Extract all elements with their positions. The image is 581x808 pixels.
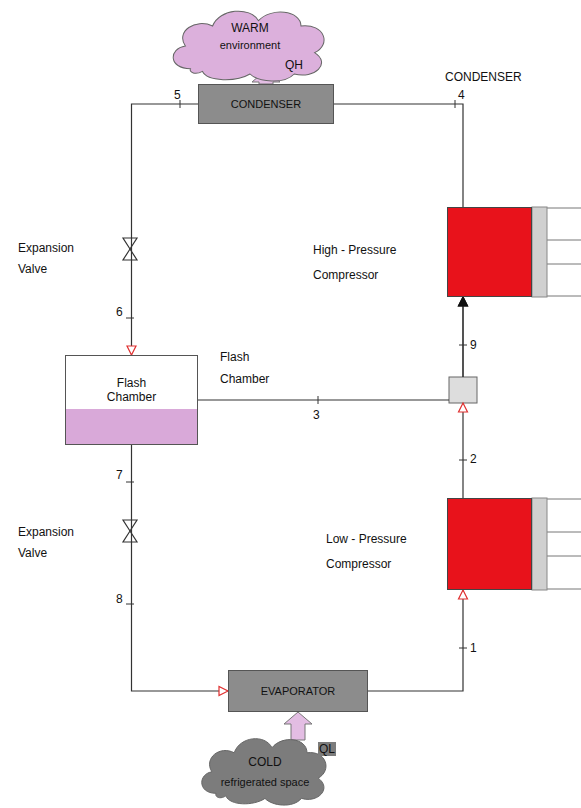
node-text: refrigerated space	[195, 774, 335, 790]
evaporator-box: EVAPORATOR	[228, 670, 368, 712]
arrow-head	[459, 297, 468, 306]
node-text: WARM	[165, 20, 335, 36]
compressor-box: Low - Pressure Compressor	[447, 498, 532, 590]
state-number: 2	[470, 452, 477, 466]
mixing-box	[449, 377, 477, 403]
node-text: CONDENSER	[231, 98, 301, 110]
state-number: 4	[458, 88, 465, 102]
flow-connector	[284, 712, 312, 740]
flow-connector	[368, 590, 468, 691]
pipe-line	[462, 297, 463, 377]
part-label: CONDENSER	[445, 70, 522, 84]
node-text: COLD	[195, 754, 335, 770]
arrow-head	[219, 687, 228, 696]
pipe-line	[462, 297, 463, 377]
pipe-line	[462, 403, 463, 498]
pipe-line	[334, 104, 463, 207]
part-label: Expansion Valve	[18, 238, 90, 280]
flow-connector	[459, 297, 468, 498]
flash-chamber: Flash Chamber	[65, 355, 198, 445]
arrow-head	[459, 590, 468, 599]
node-text: Flash Chamber	[97, 376, 167, 404]
pipe-line	[132, 104, 199, 355]
heat-label: QL	[318, 742, 336, 756]
state-number: 8	[116, 592, 123, 606]
arrow-head	[127, 346, 136, 355]
state-number: 7	[116, 468, 123, 482]
condenser-box: CONDENSER	[198, 84, 334, 124]
node-text: Low - Pressure Compressor	[326, 527, 438, 577]
lp-piston	[532, 498, 581, 590]
node-text: environment	[165, 37, 335, 53]
flow-connector	[127, 104, 198, 355]
flow-connector	[334, 104, 463, 207]
pipe-line	[132, 445, 229, 691]
node-text: EVAPORATOR	[261, 685, 336, 697]
state-number: 3	[313, 408, 320, 422]
part-label: Flash Chamber	[220, 346, 292, 390]
hp-piston	[532, 207, 581, 297]
pipe-line	[368, 590, 463, 691]
state-number: 1	[470, 641, 477, 655]
pipe-line	[198, 399, 449, 400]
heat-arrow	[284, 712, 312, 740]
arrow-head	[459, 403, 468, 412]
heat-label: QH	[284, 58, 304, 72]
state-number: 9	[470, 338, 477, 352]
arrow-head	[459, 297, 468, 306]
state-number: 5	[174, 88, 181, 102]
expansion-valve-symbol	[123, 238, 137, 260]
compressor-box: High - Pressure Compressor	[447, 207, 532, 297]
part-label: Expansion Valve	[18, 522, 90, 564]
node-text: High - Pressure Compressor	[313, 238, 425, 288]
flow-connector	[198, 297, 468, 400]
flow-connector	[132, 445, 229, 696]
expansion-valve-symbol	[123, 520, 137, 542]
cold-cloud: COLD refrigerated space	[195, 730, 335, 806]
state-number: 6	[116, 305, 123, 319]
warm-cloud: WARMenvironment	[165, 2, 335, 82]
